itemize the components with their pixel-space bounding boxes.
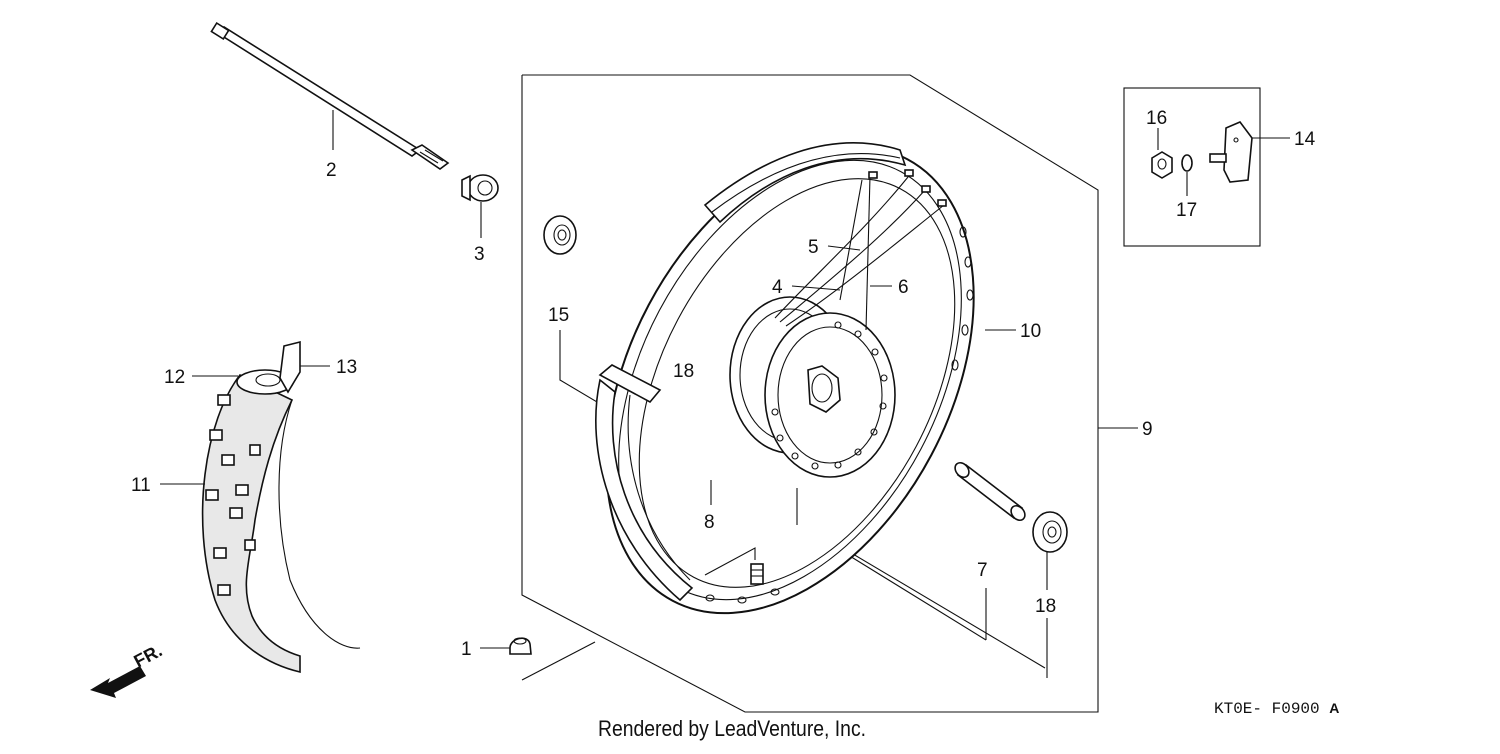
collar-part [461,174,499,202]
diagram-code: KT0E- F0900 A [1214,700,1339,718]
valve-cap-part [509,637,532,655]
callout-4: 4 [772,277,783,298]
nut-part [1151,151,1173,179]
leader-15 [559,330,1046,669]
callout-10: 10 [1020,321,1041,342]
bearing-part-18-right [1032,511,1068,553]
rendered-by-footer: Rendered by LeadVenture, Inc. [598,716,867,741]
axle-part [210,21,450,170]
callout-9: 9 [1142,419,1153,440]
valve-stem-part [750,563,764,585]
bracket-part [1209,121,1253,183]
callout-13: 13 [336,357,357,378]
callout-15: 15 [548,305,569,326]
leader-1-group [521,641,596,681]
leader-4 [791,285,841,291]
diagram-code-text: KT0E- F0900 [1214,700,1320,718]
callout-5: 5 [808,237,819,258]
callout-7: 7 [977,560,988,581]
direction-label: FR. [130,640,165,671]
rim-band-lower [595,364,694,602]
callout-16: 16 [1146,108,1167,129]
callout-17: 17 [1176,200,1197,221]
callout-1: 1 [461,639,472,660]
callout-18-right: 18 [1035,596,1056,617]
callout-14: 14 [1294,129,1316,150]
inset-box [1123,87,1261,247]
tire-part [201,373,361,674]
callout-18-left: 18 [673,361,694,382]
hub-part [729,296,896,478]
front-direction-arrow-icon: FR. [90,640,165,698]
spokes-part [774,169,947,331]
callout-12: 12 [164,367,185,388]
assembly-boundary [521,74,1099,713]
diagram-code-suffix: A [1329,700,1340,716]
spacer-part [954,461,1026,522]
rim-band-upper [703,142,907,224]
leader-valve [704,547,756,576]
callout-3: 3 [474,244,485,265]
tube-part [236,340,301,395]
callout-2: 2 [326,160,337,181]
callout-11: 11 [131,475,151,496]
leader-5 [827,245,861,251]
bearing-part-15 [543,215,577,255]
washer-part [1181,154,1193,172]
callout-6: 6 [898,277,909,298]
callout-8: 8 [704,512,715,533]
